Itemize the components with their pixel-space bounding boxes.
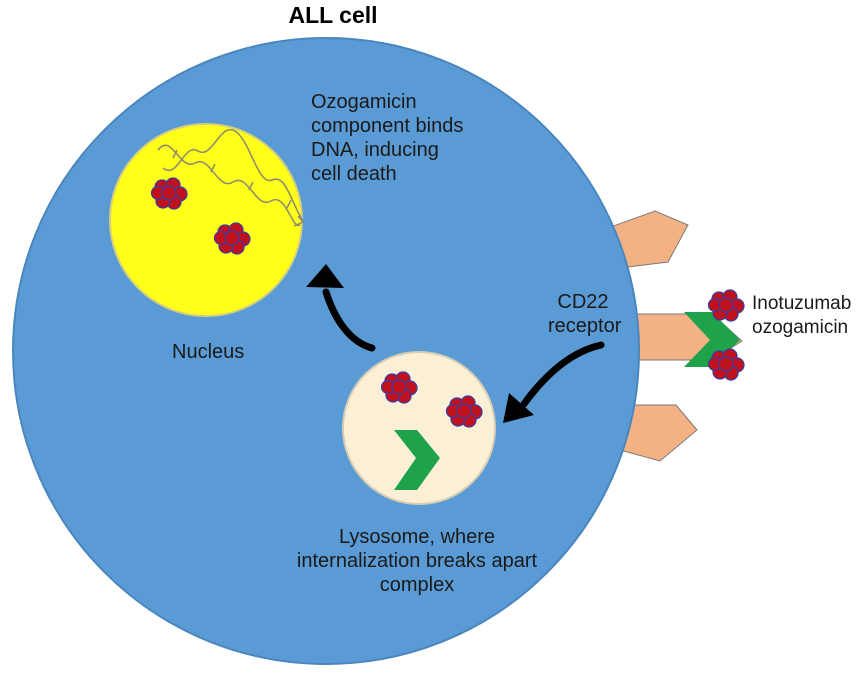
payload-blob-drug-top bbox=[707, 289, 745, 322]
label-inotuzumab-ozogamicin: Inotuzumab ozogamicin bbox=[752, 293, 852, 338]
nucleus bbox=[109, 123, 303, 317]
label-cd22-receptor: CD22 receptor bbox=[548, 291, 622, 337]
arrow-receptor-to-lysosome bbox=[503, 341, 605, 423]
antibody-fragment-lysosome bbox=[394, 430, 440, 490]
payload-blob-drug-bottom bbox=[707, 348, 745, 381]
label-lysosome: Lysosome, where internalization breaks a… bbox=[296, 526, 538, 596]
dna-helix bbox=[157, 128, 305, 227]
lysosome bbox=[342, 351, 496, 505]
diagram-title: ALL cell bbox=[288, 2, 378, 28]
label-ozogamicin-dna: Ozogamicin component binds DNA, inducing… bbox=[311, 91, 464, 185]
arrow-lysosome-to-nucleus bbox=[306, 264, 376, 352]
label-nucleus: Nucleus bbox=[172, 341, 245, 363]
